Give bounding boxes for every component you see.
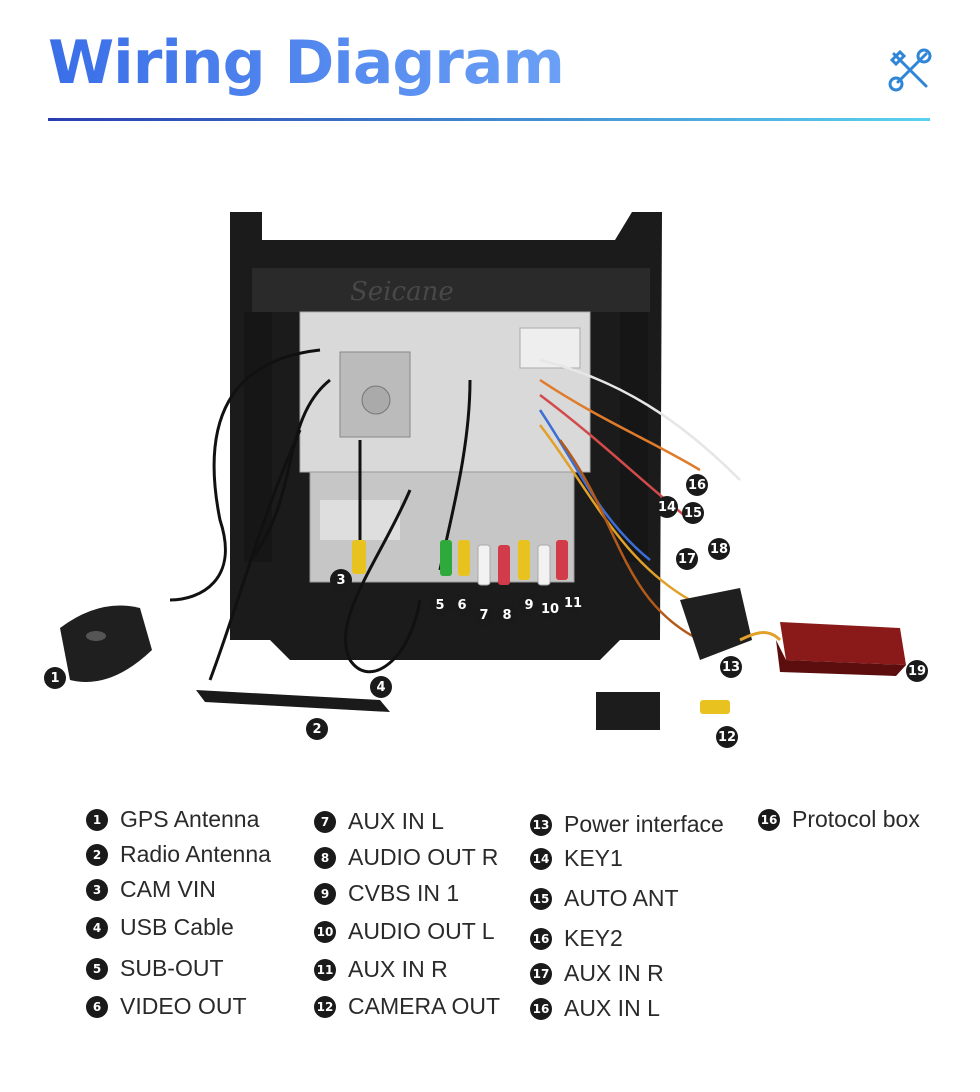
legend-number: 13 xyxy=(530,813,552,836)
legend-label: KEY2 xyxy=(564,925,623,951)
callout-9: 9 xyxy=(518,594,540,616)
callout-12: 12 xyxy=(716,726,738,748)
legend-label: AUTO ANT xyxy=(564,885,679,911)
legend-label: AUX IN R xyxy=(564,960,664,986)
legend-item: 16 Protocol box xyxy=(758,806,920,833)
legend-item: 1 GPS Antenna xyxy=(86,806,259,833)
legend-number: 2 xyxy=(86,843,108,866)
legend-label: AUX IN R xyxy=(348,956,448,982)
page-title: Wiring Diagram xyxy=(48,28,565,98)
legend-label: VIDEO OUT xyxy=(120,993,247,1019)
legend-item: 16 AUX IN L xyxy=(530,995,660,1022)
legend-number: 7 xyxy=(314,810,336,833)
legend-number: 3 xyxy=(86,878,108,901)
legend-item: 3 CAM VIN xyxy=(86,876,216,903)
tools-icon xyxy=(888,48,932,92)
legend-number: 11 xyxy=(314,958,336,981)
legend-number: 16 xyxy=(758,808,780,831)
legend-item: 11 AUX IN R xyxy=(314,956,448,983)
callout-4: 4 xyxy=(370,676,392,698)
legend-item: 16 KEY2 xyxy=(530,925,623,952)
legend-item: 13 Power interface xyxy=(530,811,724,838)
callout-3: 3 xyxy=(330,569,352,591)
legend-label: Power interface xyxy=(564,811,724,837)
callout-7: 7 xyxy=(473,604,495,626)
legend-item: 2 Radio Antenna xyxy=(86,841,271,868)
callout-11: 11 xyxy=(562,592,584,614)
radio-antenna xyxy=(196,690,390,712)
legend-label: CAM VIN xyxy=(120,876,216,902)
gps-antenna xyxy=(60,605,152,682)
radio-module xyxy=(299,311,591,583)
callout-5: 5 xyxy=(429,594,451,616)
legend-label: Protocol box xyxy=(792,806,920,832)
legend-number: 15 xyxy=(530,887,552,910)
callout-13: 13 xyxy=(720,656,742,678)
legend-number: 12 xyxy=(314,995,336,1018)
legend-number: 10 xyxy=(314,920,336,943)
legend-item: 9 CVBS IN 1 xyxy=(314,880,459,907)
legend-item: 4 USB Cable xyxy=(86,914,234,941)
legend-item: 12 CAMERA OUT xyxy=(314,993,500,1020)
title-divider xyxy=(48,118,930,121)
legend-number: 6 xyxy=(86,995,108,1018)
legend-item: 6 VIDEO OUT xyxy=(86,993,247,1020)
legend-label: AUDIO OUT R xyxy=(348,844,499,870)
rca-connectors xyxy=(352,540,568,586)
legend-label: GPS Antenna xyxy=(120,806,260,832)
callout-18: 18 xyxy=(708,538,730,560)
legend-number: 4 xyxy=(86,916,108,939)
legend-label: KEY1 xyxy=(564,845,623,871)
legend-item: 8 AUDIO OUT R xyxy=(314,844,498,871)
legend-label: AUDIO OUT L xyxy=(348,918,495,944)
legend-label: SUB-OUT xyxy=(120,955,224,981)
legend-item: 7 AUX IN L xyxy=(314,808,444,835)
callout-16: 16 xyxy=(686,474,708,496)
legend-item: 17 AUX IN R xyxy=(530,960,664,987)
legend-item: 15 AUTO ANT xyxy=(530,885,679,912)
legend-label: CAMERA OUT xyxy=(348,993,501,1019)
callout-19: 19 xyxy=(906,660,928,682)
callout-14: 14 xyxy=(656,496,678,518)
legend-label: USB Cable xyxy=(120,914,234,940)
callout-1: 1 xyxy=(44,667,66,689)
callout-15: 15 xyxy=(682,502,704,524)
legend-number: 14 xyxy=(530,847,552,870)
legend-label: AUX IN L xyxy=(348,808,444,834)
legend-number: 8 xyxy=(314,846,336,869)
legend-label: CVBS IN 1 xyxy=(348,880,460,906)
brand-watermark: Seicane xyxy=(350,277,454,307)
callout-10: 10 xyxy=(539,598,561,620)
legend-number: 16 xyxy=(530,927,552,950)
legend-number: 1 xyxy=(86,808,108,831)
legend-item: 5 SUB-OUT xyxy=(86,955,224,982)
legend-item: 14 KEY1 xyxy=(530,845,623,872)
legend-label: Radio Antenna xyxy=(120,841,271,867)
legend-number: 9 xyxy=(314,882,336,905)
legend-number: 17 xyxy=(530,962,552,985)
legend-label: AUX IN L xyxy=(564,995,660,1021)
callout-6: 6 xyxy=(451,594,473,616)
legend-item: 10 AUDIO OUT L xyxy=(314,918,495,945)
callout-2: 2 xyxy=(306,718,328,740)
legend-number: 16 xyxy=(530,997,552,1020)
callout-17: 17 xyxy=(676,548,698,570)
protocol-box xyxy=(776,622,906,676)
power-interface xyxy=(596,588,752,730)
legend-number: 5 xyxy=(86,957,108,980)
callout-8: 8 xyxy=(496,604,518,626)
